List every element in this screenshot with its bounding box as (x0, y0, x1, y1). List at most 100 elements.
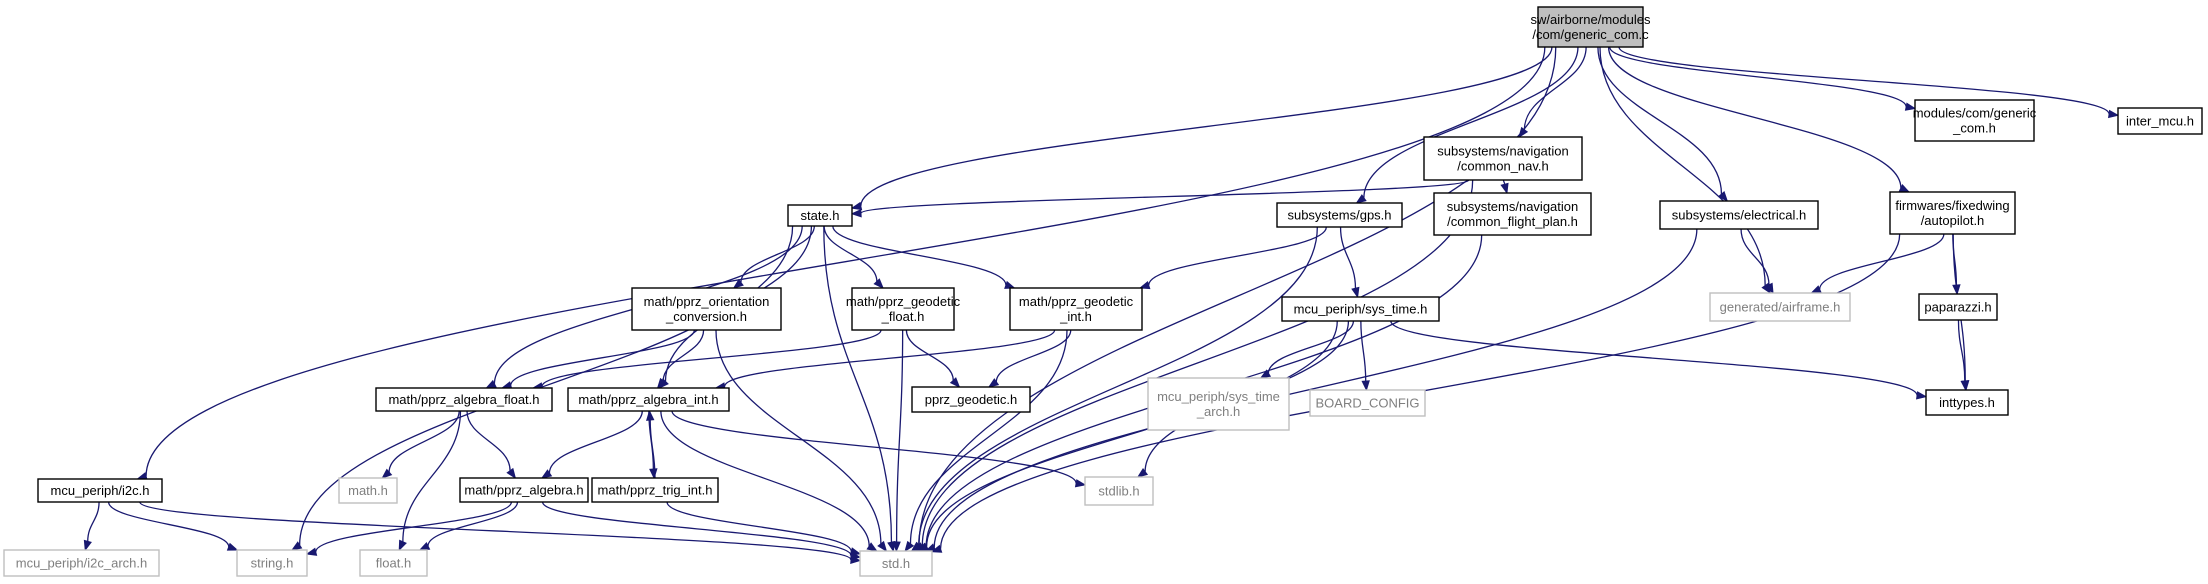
edge-line (715, 329, 882, 544)
node-common-flight-plan-h[interactable]: subsystems/navigation/common_flight_plan… (1433, 192, 1592, 236)
node-label: _conversion.h (665, 309, 747, 324)
edge-line (1523, 46, 1587, 130)
edge-generic_com_c-to-inter_mcu_h (1618, 46, 2120, 119)
edge-line (995, 329, 1072, 382)
edge-line (660, 410, 870, 547)
edge-line (1740, 228, 1770, 285)
arrowhead-icon (290, 541, 303, 551)
node-state-h[interactable]: state.h (787, 204, 853, 227)
node-box (375, 387, 553, 412)
edge-line (662, 329, 705, 381)
node-label: mcu_periph/sys_time (1157, 389, 1280, 404)
edge-line (298, 225, 794, 546)
node-paparazzi-h[interactable]: paparazzi.h (1918, 293, 1998, 321)
arrowhead-icon (656, 377, 667, 390)
node-box (631, 287, 782, 331)
edge-generic_com_c-to-electrical_h (1597, 46, 1729, 203)
node-inttypes-h[interactable]: inttypes.h (1925, 389, 2009, 416)
edge-algebra_int_h-to-stdlib_h (671, 410, 1087, 488)
arrowhead-icon (732, 278, 744, 289)
arrowhead-icon (305, 547, 318, 556)
edge-line (1148, 226, 1327, 286)
node-box (1276, 202, 1403, 228)
edge-line (1339, 226, 1357, 289)
edge-algebra_h-to-string_h (305, 501, 513, 556)
edge-line (510, 329, 696, 386)
edge-state_h-to-geodetic_int_h (832, 225, 1016, 289)
arrowhead-icon (1916, 391, 1928, 400)
edge-line (832, 225, 1007, 286)
node-pprz-geodetic-h[interactable]: pprz_geodetic.h (911, 386, 1031, 413)
node-box (1925, 389, 2009, 416)
node-algebra-float-h[interactable]: math/pprz_algebra_float.h (375, 387, 553, 412)
edge-line (1597, 46, 1723, 195)
node-modules-generic-com-h[interactable]: modules/com/generic_com.h (1913, 99, 2037, 142)
node-box (567, 387, 730, 412)
arrowhead-icon (873, 278, 885, 290)
node-box (1537, 6, 1644, 48)
node-i2c-h[interactable]: mcu_periph/i2c.h (37, 478, 163, 503)
node-inter-mcu-h[interactable]: inter_mcu.h (2117, 107, 2203, 135)
node-box (1659, 200, 1819, 230)
edge-i2c_h-to-string_h (107, 501, 239, 551)
node-label: sw/airborne/modules (1531, 12, 1651, 27)
arrowhead-icon (987, 378, 1000, 388)
arrowhead-icon (398, 539, 407, 552)
node-sys-time-h[interactable]: mcu_periph/sys_time.h (1281, 296, 1440, 322)
node-box (2117, 107, 2203, 135)
arrowhead-icon (850, 209, 862, 218)
node-label: math/pprz_orientation (644, 294, 770, 309)
edge-geodetic_int_h-to-algebra_int_h (714, 329, 1056, 391)
arrowhead-icon (887, 540, 896, 553)
edge-orientation_conversion_h-to-std_h (715, 329, 888, 553)
node-geodetic-float-h[interactable]: math/pprz_geodetic_float.h (846, 287, 961, 331)
node-label: math/pprz_trig_int.h (598, 483, 713, 498)
node-algebra-h[interactable]: math/pprz_algebra.h (459, 477, 589, 503)
node-algebra-int-h[interactable]: math/pprz_algebra_int.h (567, 387, 730, 412)
arrowhead-icon (1074, 479, 1087, 488)
node-box (3, 549, 160, 577)
edge-generic_com_c-to-modules_generic_com_h (1609, 46, 1917, 111)
node-autopilot-h[interactable]: firmwares/fixedwing/autopilot.h (1889, 191, 2016, 235)
arrowhead-icon (2108, 109, 2120, 119)
node-box (37, 478, 163, 503)
arrowhead-icon (1500, 182, 1509, 195)
node-airframe-h: generated/airframe.h (1709, 292, 1851, 322)
edge-state_h-to-std_h (823, 225, 896, 553)
arrowhead-icon (1960, 380, 1969, 392)
node-common-nav-h[interactable]: subsystems/navigation/common_nav.h (1423, 136, 1583, 181)
edge-geodetic_float_h-to-std_h (892, 329, 904, 553)
node-label: /autopilot.h (1921, 213, 1985, 228)
edge-algebra_int_h-to-std_h (660, 410, 878, 552)
node-geodetic-int-h[interactable]: math/pprz_geodetic_int.h (1009, 287, 1143, 331)
edge-electrical_h-to-std_h (924, 228, 1698, 552)
edge-algebra_float_h-to-math_h (381, 410, 460, 479)
arrowhead-icon (1138, 281, 1151, 290)
arrowhead-icon (506, 467, 517, 480)
node-label: string.h (251, 556, 294, 571)
node-box (911, 386, 1031, 413)
edge-line (1819, 233, 1945, 290)
node-box (1009, 287, 1143, 331)
node-label: math.h (348, 483, 388, 498)
node-orientation-conversion-h[interactable]: math/pprz_orientation_conversion.h (631, 287, 782, 331)
node-label: inttypes.h (1939, 395, 1995, 410)
edge-line (1618, 46, 2110, 115)
node-label: mcu_periph/i2c.h (51, 483, 150, 498)
node-electrical-h[interactable]: subsystems/electrical.h (1659, 200, 1819, 230)
edge-geodetic_int_h-to-pprz_geodetic_h (987, 329, 1072, 388)
arrowhead-icon (892, 541, 901, 553)
node-box (1914, 99, 2035, 142)
edge-algebra_int_h-to-algebra_h (540, 410, 643, 479)
arrowhead-icon (849, 551, 862, 560)
node-label: _float.h (881, 309, 925, 324)
arrowhead-icon (949, 377, 961, 389)
node-generic-com-c[interactable]: sw/airborne/modules/com/generic_com.c (1531, 6, 1651, 48)
edge-line (649, 419, 656, 479)
edge-line (427, 501, 519, 547)
node-gps-h[interactable]: subsystems/gps.h (1276, 202, 1403, 228)
node-label: inter_mcu.h (2126, 114, 2194, 129)
edge-gps_h-to-sys_time_h (1339, 226, 1360, 299)
node-trig-int-h[interactable]: math/pprz_trig_int.h (591, 477, 719, 503)
node-box (1433, 192, 1592, 236)
